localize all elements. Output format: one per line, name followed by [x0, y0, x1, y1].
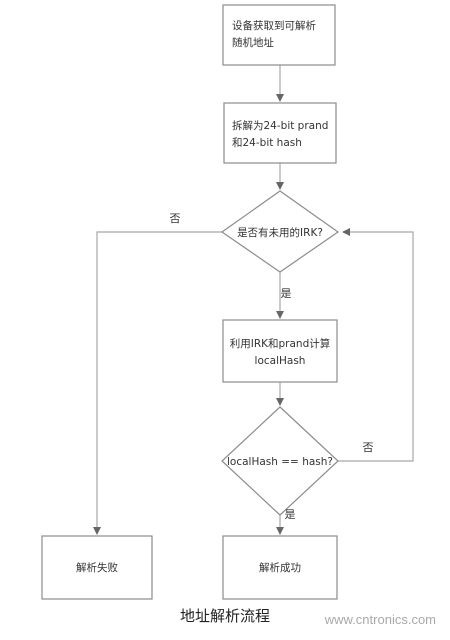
split-label-line1: 拆解为24-bit prand — [232, 119, 328, 132]
edge-decision-irk-no — [93, 231, 222, 535]
figure-caption: 地址解析流程 — [179, 607, 270, 625]
edge-decision-hash-no-loop — [338, 228, 414, 462]
edge-label-hash-no: 否 — [363, 441, 374, 454]
nodes — [41, 4, 340, 600]
node-split — [223, 102, 337, 164]
decision-hash-label: localHash == hash? — [227, 456, 333, 468]
fail-label: 解析失败 — [76, 561, 118, 574]
node-decision-irk — [220, 190, 340, 273]
edge-label-irk-no: 否 — [170, 212, 181, 225]
split-label-line2: 和24-bit hash — [232, 137, 302, 149]
node-decision-hash — [221, 406, 339, 516]
node-start — [222, 4, 336, 66]
node-labels: 设备获取到可解析 随机地址 拆解为24-bit prand 和24-bit ha… — [76, 19, 333, 574]
edges — [93, 65, 414, 535]
node-compute — [222, 319, 338, 383]
edge-label-irk-yes: 是 — [281, 287, 292, 300]
start-label-line1: 设备获取到可解析 — [232, 19, 316, 32]
node-success — [222, 535, 338, 600]
edge-label-hash-yes: 是 — [285, 508, 296, 521]
compute-label-line1: 利用IRK和prand计算 — [230, 337, 331, 350]
compute-label-line2: localHash — [255, 355, 306, 367]
start-label-line2: 随机地址 — [232, 36, 274, 49]
watermark: www.cntronics.com — [324, 612, 436, 627]
edge-labels: 否 是 否 是 — [170, 212, 374, 521]
decision-irk-label: 是否有未用的IRK? — [237, 226, 323, 239]
success-label: 解析成功 — [259, 561, 301, 574]
node-fail — [41, 535, 153, 600]
